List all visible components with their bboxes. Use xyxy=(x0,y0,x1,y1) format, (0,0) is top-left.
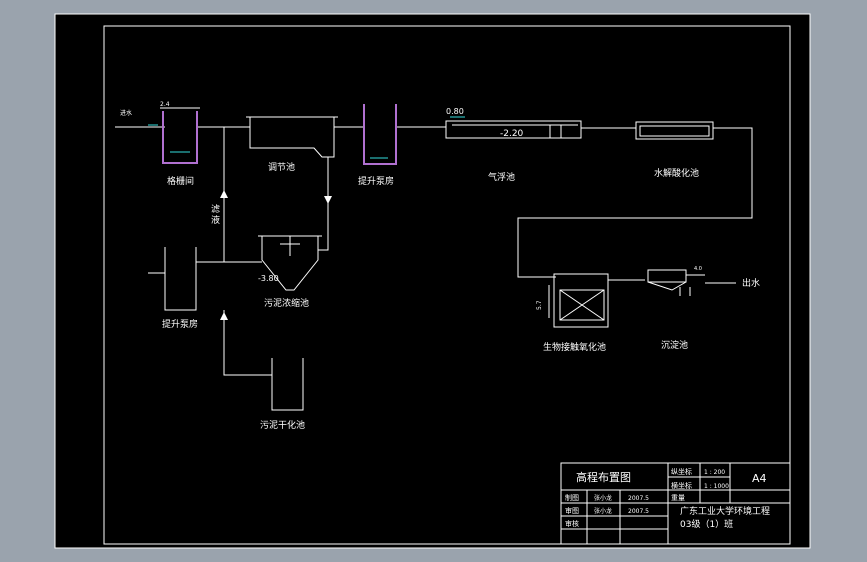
label-thickener-water: -3.80 xyxy=(258,274,279,283)
pump1-accent xyxy=(363,104,397,165)
label-settling: 沉淀池 xyxy=(661,339,688,351)
sludge-drying-bed xyxy=(271,358,304,411)
label-outflow: 出水 xyxy=(742,277,760,289)
sludge-pipe-equalization-thickener xyxy=(318,157,329,251)
label-lift-pump-1: 提升泵房 xyxy=(358,175,394,187)
label-flotation-water: -2.20 xyxy=(500,129,524,139)
bio-contact-tank xyxy=(553,273,609,328)
label-bio-contact: 生物接触氧化池 xyxy=(543,341,606,353)
tb-size: A4 xyxy=(752,472,767,485)
tb-scale-v-value: 1 : 1000 xyxy=(704,483,729,490)
arrow-dry-up xyxy=(220,312,228,320)
label-filtrate-line: 滤液 xyxy=(211,203,220,226)
tb-approved-label: 审核 xyxy=(565,519,579,528)
label-lift-pump-2: 提升泵房 xyxy=(162,318,198,330)
tb-checked-date: 2007.5 xyxy=(628,508,649,515)
tb-drawing-title: 高程布置图 xyxy=(576,470,631,484)
pipe-hydrolysis-bio xyxy=(517,127,753,278)
tb-school: 广东工业大学环境工程 xyxy=(680,505,770,517)
screen-pump-accent xyxy=(162,111,198,164)
lift-pump-house-2 xyxy=(164,247,197,311)
label-inflow: 进水 xyxy=(120,109,132,117)
label-bio-height: 5.7 xyxy=(536,300,543,310)
drawing-sheet xyxy=(54,13,811,549)
tb-scale-h-label: 纵坐标 xyxy=(671,467,692,476)
tb-checked-label: 审图 xyxy=(565,506,579,515)
tb-drawn-by: 张小龙 xyxy=(594,494,612,502)
label-hydrolysis: 水解酸化池 xyxy=(654,167,699,179)
label-screen: 格栅间 xyxy=(167,175,194,187)
label-sludge-dry: 污泥干化池 xyxy=(260,419,305,431)
tb-drawn-date: 2007.5 xyxy=(628,495,649,502)
label-thickener: 污泥浓缩池 xyxy=(264,297,309,309)
label-filtrate-char: 液 xyxy=(211,214,220,226)
flotation-tank xyxy=(445,120,582,139)
arrow-sludge-down xyxy=(324,196,332,204)
sludge-pipe-dry-return xyxy=(223,310,272,376)
bio-media-frame xyxy=(559,289,605,321)
label-settling-top: 4.0 xyxy=(694,266,702,272)
hydrolysis-inner xyxy=(639,125,710,137)
tb-scale-h-value: 1 : 200 xyxy=(704,469,725,476)
settling-tank xyxy=(647,269,687,283)
tb-drawn-label: 制图 xyxy=(565,493,579,502)
label-flotation-top: 0.80 xyxy=(446,107,464,116)
tb-scale-v-label: 横坐标 xyxy=(671,481,692,490)
sludge-thickener xyxy=(261,236,319,291)
tb-weight-label: 重量 xyxy=(671,494,685,502)
drawing-frame xyxy=(103,25,791,545)
tb-checked-by: 张小龙 xyxy=(594,507,612,515)
hydrolysis-tank xyxy=(635,121,714,140)
bio-media-diag-2 xyxy=(559,289,605,321)
label-equalization: 调节池 xyxy=(268,161,295,173)
arrow-filtrate-up xyxy=(220,190,228,198)
label-screen-top: 2.4 xyxy=(160,101,170,108)
settling-cone xyxy=(647,281,687,291)
tb-class: 03级（1）班 xyxy=(680,518,733,530)
label-filtrate-char: 滤 xyxy=(211,203,220,215)
label-flotation: 气浮池 xyxy=(488,171,515,183)
